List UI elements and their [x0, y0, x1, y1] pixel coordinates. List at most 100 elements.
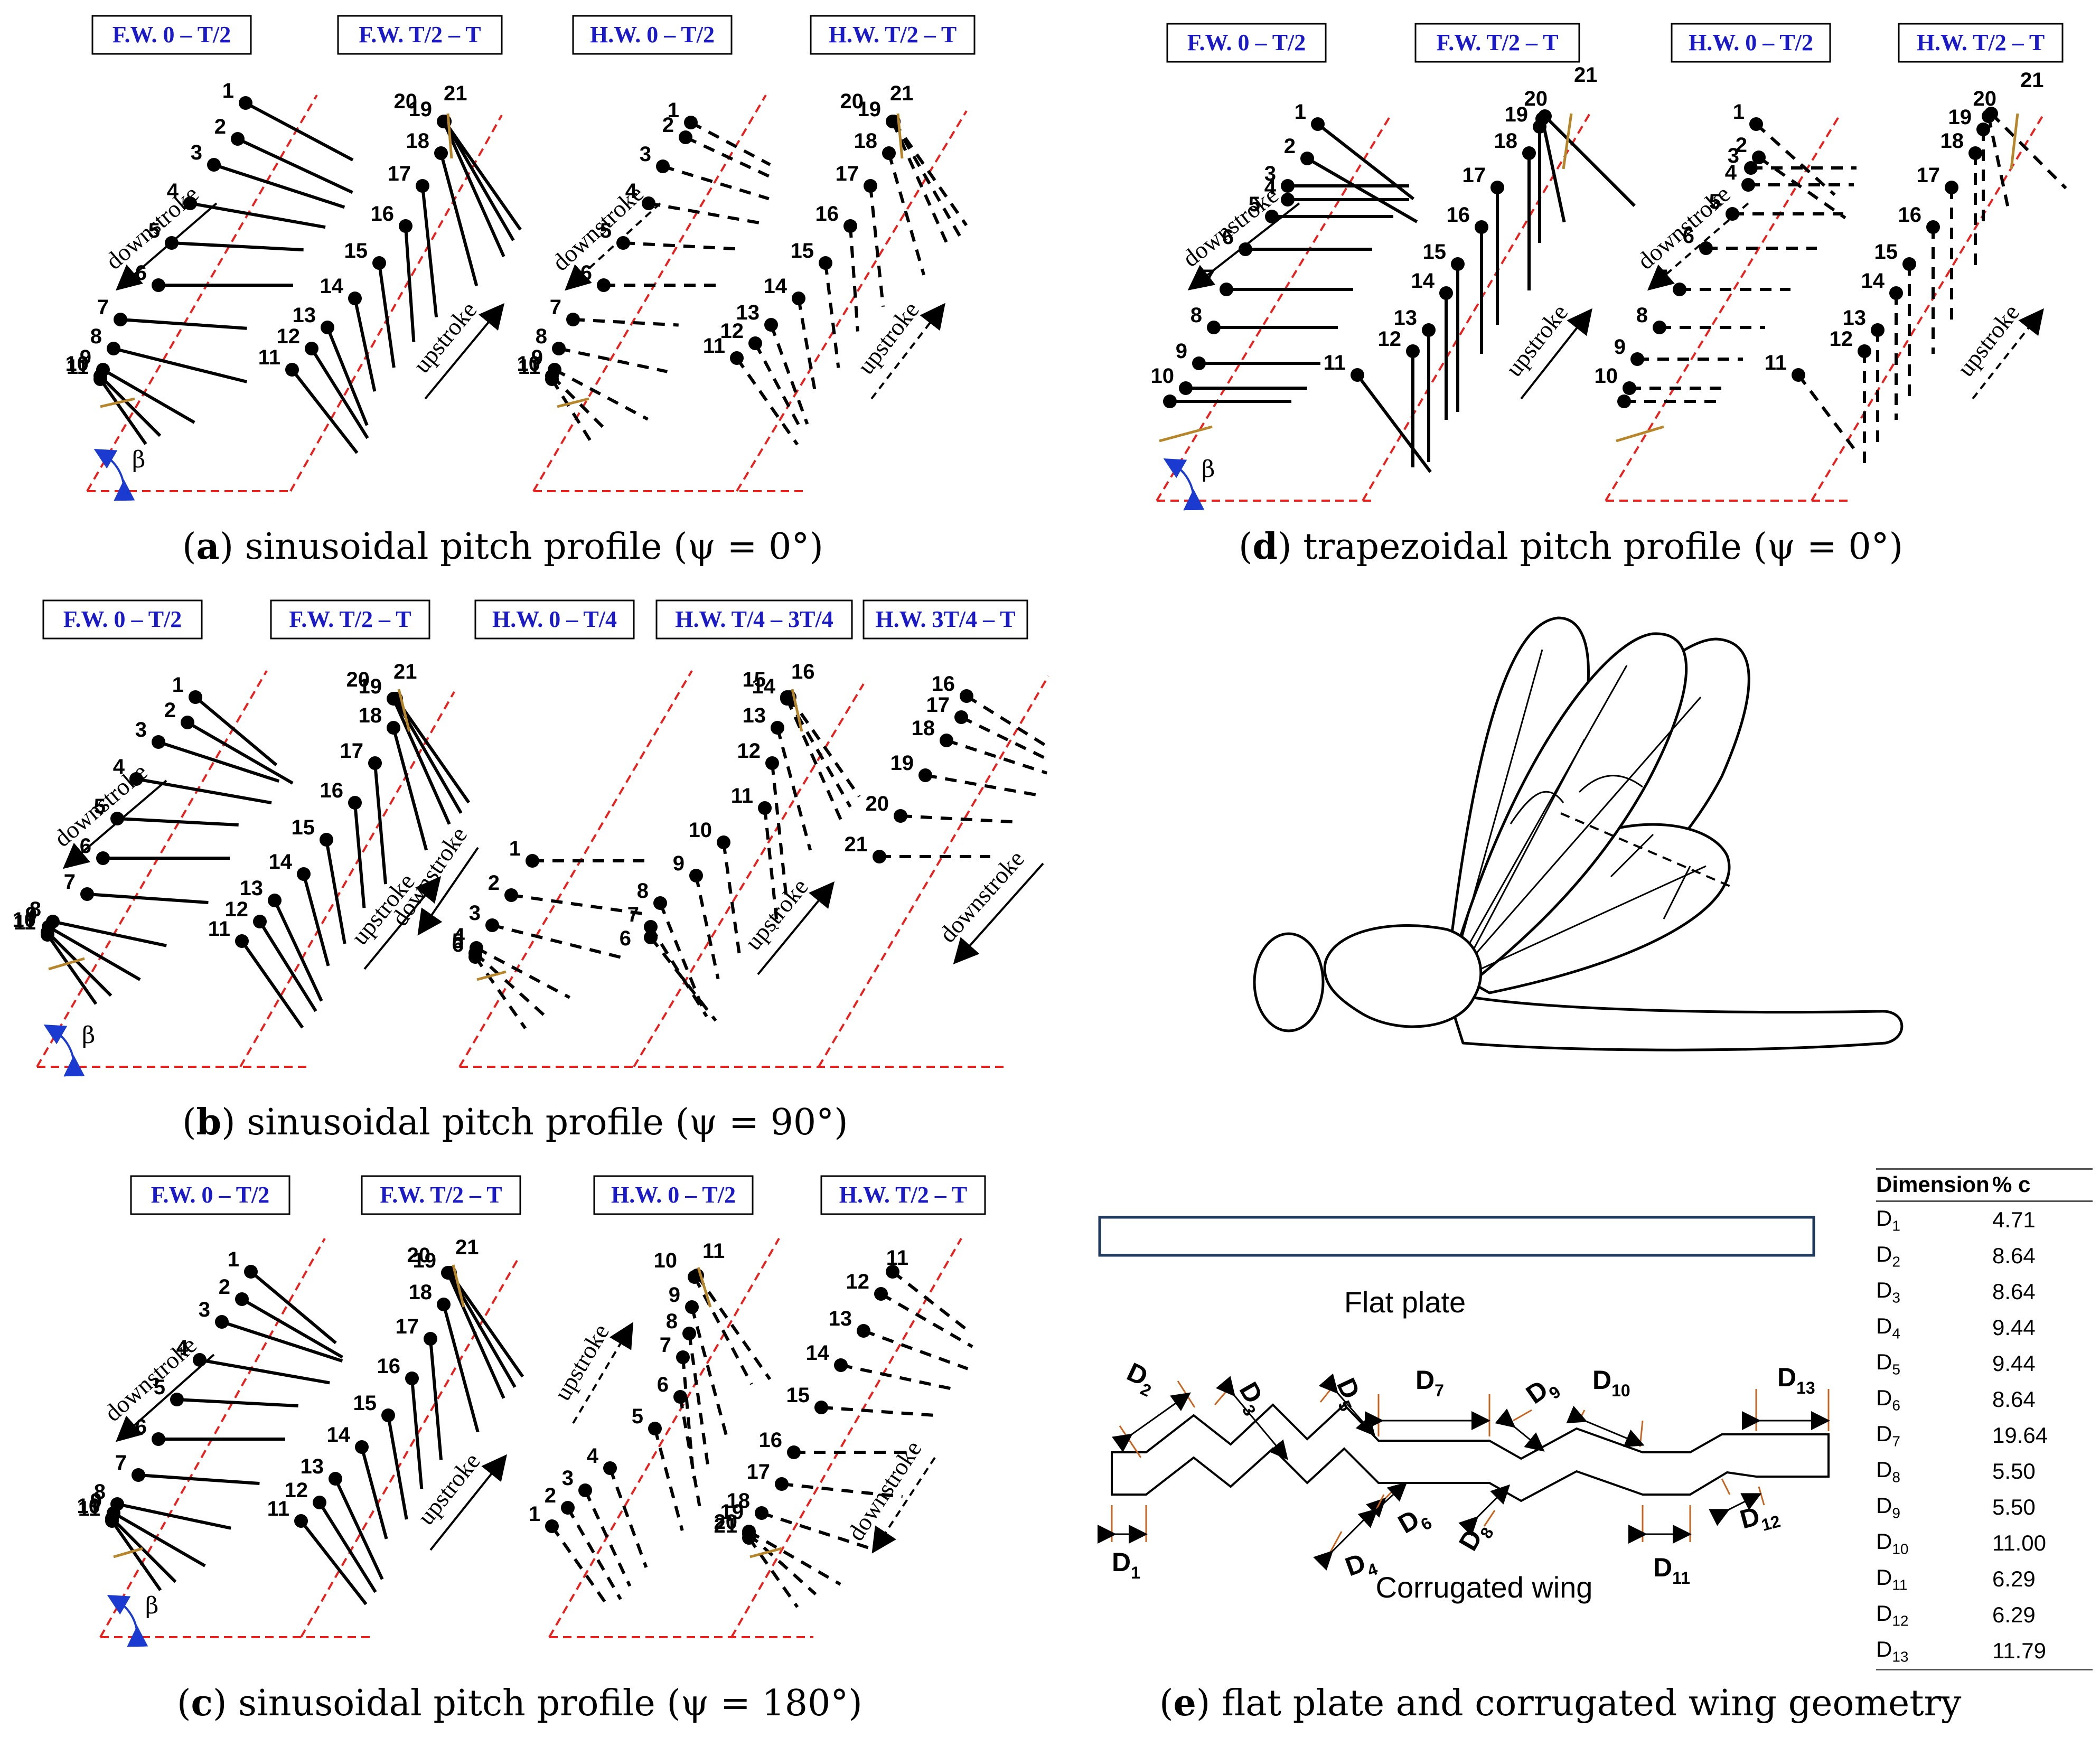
- dimension-value: 11.00: [1992, 1530, 2046, 1555]
- tangent-line: [1159, 425, 1213, 443]
- blade-leading-edge: [285, 363, 299, 377]
- stroke-direction-arrow: [115, 202, 218, 291]
- dimension-label-d1: D1: [1112, 1547, 1140, 1582]
- blade-chord: [290, 369, 359, 454]
- caption-d-letter: d: [1252, 525, 1278, 568]
- position-number: 5: [600, 219, 612, 242]
- blade-leading-edge: [1406, 344, 1420, 358]
- caption-d: (d) trapezoidal pitch profile (ψ = 0°): [1239, 525, 1904, 568]
- blade-chord: [429, 1338, 443, 1460]
- position-number: 19: [890, 752, 914, 775]
- blade-chord: [171, 241, 304, 252]
- blade-chord: [392, 698, 451, 825]
- position-number: 19: [1948, 106, 1972, 129]
- position-number: 2: [219, 1275, 230, 1299]
- blade-chord: [299, 1520, 368, 1605]
- dimension-value: 6.29: [1992, 1602, 2036, 1627]
- position-number: 20: [346, 668, 370, 691]
- beta-label: β: [82, 1022, 95, 1049]
- blade-chord: [781, 1482, 903, 1499]
- blade-leading-edge: [792, 292, 805, 305]
- position-number: 14: [764, 275, 788, 298]
- blade-chord: [1306, 157, 1418, 223]
- blade-chord: [550, 378, 593, 443]
- blade-chord: [648, 202, 764, 226]
- blade-chord: [1755, 123, 1836, 196]
- blade-leading-edge: [954, 710, 968, 724]
- stroke-direction-arrow: [429, 1454, 507, 1551]
- blade-leading-edge: [305, 342, 318, 355]
- boundary-line: [548, 1238, 780, 1638]
- dim-d2-arrow: [1112, 1392, 1191, 1453]
- dimension-extension-line: [1578, 1410, 1586, 1421]
- caption-b: (b) sinusoidal pitch profile (ψ = 90°): [182, 1101, 848, 1143]
- beta-arc: [93, 448, 135, 501]
- blade-chord: [325, 839, 346, 944]
- position-number: 14: [327, 1423, 351, 1447]
- position-number: 11: [14, 911, 36, 934]
- blade-leading-edge: [434, 146, 448, 160]
- blade-leading-edge: [834, 1358, 848, 1372]
- blade-chord: [1990, 112, 2067, 190]
- blade-leading-edge: [597, 278, 611, 292]
- blade-chord: [1797, 374, 1860, 456]
- caption-a: (a) sinusoidal pitch profile (ψ = 0°): [182, 525, 823, 568]
- dimension-label: D10: [1876, 1528, 1909, 1557]
- panel-b-header-1-box: [42, 599, 203, 640]
- position-number: 15: [344, 239, 368, 262]
- dimension-extension-line: [1758, 1486, 1765, 1506]
- blade-chord: [849, 226, 859, 332]
- blade-chord: [679, 1396, 701, 1507]
- position-number: 13: [301, 1455, 324, 1478]
- position-number: 5: [94, 795, 106, 818]
- dim-d12-arrow: [1709, 1493, 1762, 1526]
- blade-chord: [334, 1478, 384, 1580]
- position-number: 3: [1264, 162, 1276, 185]
- blade-chord: [566, 1507, 622, 1600]
- dimension-extension-line: [1483, 1510, 1496, 1527]
- position-number: 13: [1843, 306, 1867, 330]
- boundary-line: [458, 670, 693, 1068]
- caption-e-letter: e: [1173, 1682, 1196, 1724]
- blade-chord: [1317, 123, 1415, 200]
- boundary-line: [300, 1259, 519, 1638]
- position-number: 10: [689, 819, 712, 842]
- position-number: 14: [1861, 269, 1885, 293]
- dimension-label: D8: [1876, 1457, 1900, 1486]
- caption-c: (c) sinusoidal pitch profile (ψ = 180°): [177, 1682, 862, 1724]
- blade-leading-edge: [765, 756, 779, 770]
- blade-leading-edge: [1163, 395, 1177, 408]
- position-number: 8: [94, 1480, 106, 1504]
- panel-a-header-3-box: [572, 15, 733, 55]
- blade-leading-edge: [239, 96, 252, 110]
- blade-chord: [693, 1276, 753, 1385]
- position-number: 4: [167, 180, 179, 203]
- blade-leading-edge: [405, 1372, 419, 1385]
- blade-chord: [99, 374, 162, 437]
- position-number: 6: [1222, 226, 1234, 249]
- blade-leading-edge: [1179, 381, 1193, 395]
- position-number: 15: [1874, 240, 1898, 264]
- blade-chord: [653, 1428, 684, 1531]
- blade-chord: [690, 121, 771, 166]
- dimension-label: D4: [1876, 1313, 1900, 1342]
- dimension-label: D5: [1876, 1349, 1900, 1378]
- blade-leading-edge: [1792, 368, 1805, 382]
- position-number: 7: [64, 870, 76, 894]
- blade-chord: [318, 1501, 377, 1593]
- panel-c-header-3-box: [593, 1175, 754, 1215]
- blade-chord: [763, 807, 780, 929]
- blade-chord: [824, 262, 840, 368]
- position-number: 3: [562, 1467, 574, 1490]
- tangent-line: [397, 689, 411, 732]
- blade-leading-edge: [1902, 257, 1916, 271]
- dimension-label: D12: [1876, 1600, 1909, 1629]
- dimension-label: D6: [1876, 1385, 1900, 1414]
- panel-d-header-3-box: [1671, 23, 1831, 63]
- blade-leading-edge: [294, 1514, 308, 1528]
- blade-leading-edge: [381, 1408, 395, 1422]
- tangent-line: [749, 1547, 782, 1558]
- position-number: 5: [1249, 193, 1260, 216]
